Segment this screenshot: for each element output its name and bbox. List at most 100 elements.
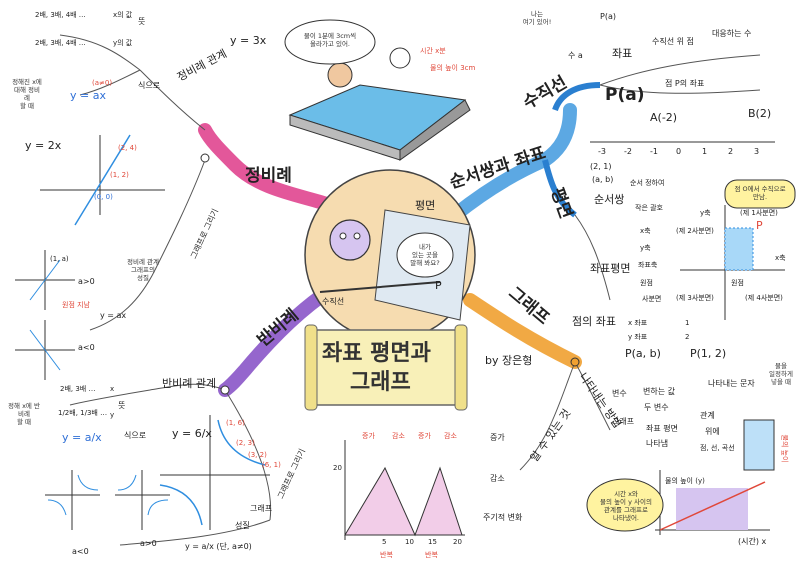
tri-xtick-3: 20 <box>453 538 462 546</box>
proportion-a-pos: a>0 <box>78 277 95 286</box>
order-desc: 순서 정하여 <box>630 179 665 187</box>
graph-top: 위에 <box>705 427 720 436</box>
graph-note-bubble <box>586 478 664 532</box>
tri-ytick: 20 <box>333 464 342 472</box>
inverse-a-neg: a<0 <box>72 547 89 556</box>
inverse-m1b: x <box>110 385 115 393</box>
quad1: (제 1사분면) <box>740 209 778 217</box>
graph-y-lab: 물의 높이 (y) <box>665 477 705 485</box>
pool-illustration <box>288 47 471 161</box>
tri-xtick-0: 5 <box>382 538 387 546</box>
graph-plane-word: 좌표 평면 <box>646 424 678 433</box>
author: by 장은형 <box>485 354 533 367</box>
graph-line-word: 나타냄 <box>646 439 669 448</box>
point-label: P(a) <box>605 85 645 105</box>
inverse-def-note: 정해 x에 반비례 할 때 <box>8 402 40 427</box>
graph-two-var: 두 변수 <box>644 403 669 412</box>
inverse-meaning: 뜻 <box>118 401 126 410</box>
speech-bubble <box>396 232 454 278</box>
speech-text: 내가 있는 곳을 말해 봐요? <box>410 243 440 268</box>
proportion-sign: 원점 지남 <box>62 301 90 309</box>
tri-sub-0: 반복 <box>380 551 393 559</box>
proportion-m2b: y의 값 <box>113 39 133 47</box>
proportion-graph <box>40 134 165 226</box>
inverse-pt-3: (6, 1) <box>262 461 281 469</box>
quad2: (제 2사분면) <box>676 227 714 235</box>
graph-inc: 증가 <box>490 433 505 442</box>
plane-item-3: 원점 <box>640 279 653 287</box>
graph-var-desc2: 나타내는 문자 <box>708 379 755 388</box>
triangle-wave-graph <box>344 440 465 540</box>
pool-clock: 시간 x분 <box>420 47 446 55</box>
plane-item-2: 좌표축 <box>638 261 658 269</box>
title-line2: 그래프 <box>350 370 411 395</box>
number-line-note: 나는 여기 있어! <box>522 10 552 27</box>
coordinate-plane <box>680 179 796 320</box>
inverse-m2b: y <box>110 411 115 419</box>
proportion-m1: 2배, 3배, 4배 … <box>35 11 86 19</box>
number-line-tick: 1 <box>702 147 708 156</box>
quad4: (제 4사분면) <box>745 294 783 302</box>
number-line-tick: -1 <box>650 147 658 156</box>
inverse-pt-0: (1, 6) <box>226 419 245 427</box>
x-axis: x축 <box>775 254 786 262</box>
corr-label: 수직선 위 점 <box>652 37 694 46</box>
graph-pt-word: 점, 선, 곡선 <box>700 444 735 452</box>
inverse-relation: 반비례 관계 <box>162 377 217 390</box>
proportion-formula: y = ax <box>70 89 106 102</box>
y-axis: y축 <box>700 209 711 217</box>
tri-label-3: 감소 <box>444 432 457 440</box>
proportion-meaning: 뜻 <box>138 17 146 26</box>
cup-note: 물을 일정하게 넣을 때 <box>769 362 793 387</box>
a-point: A(-2) <box>650 111 678 124</box>
inverse-graph-eq: y = 6/x <box>172 427 212 440</box>
plane-header: 좌표평면 <box>590 262 631 275</box>
branch-plane <box>542 159 577 218</box>
proportion-graph-pt1: (1, 2) <box>110 171 129 179</box>
graph-word: 그래프 <box>612 417 635 426</box>
ordered-pair-1: (a, b) <box>592 175 614 184</box>
x-coord: x 좌표 <box>628 319 648 327</box>
point-coord: 점의 좌표 <box>572 315 616 328</box>
pab: P(a, b) <box>625 347 661 360</box>
inverse-m2: 1/2배, 1/3배 … <box>58 409 108 417</box>
proportion-formula-label: 식으로 <box>138 81 161 90</box>
number-line-tick: -2 <box>624 147 632 156</box>
pool-depth: 물의 높이 3cm <box>430 64 476 72</box>
plane-item-1: y축 <box>640 244 651 252</box>
proportion-graph-pt0: (0, 0) <box>94 193 113 201</box>
order-pair: 순서쌍 <box>594 193 625 206</box>
quad3: (제 3사분면) <box>676 294 714 302</box>
branch-graph <box>463 293 582 369</box>
inverse-pt-1: (2, 3) <box>236 439 255 447</box>
number-line-tick: 0 <box>676 147 682 156</box>
graph-note: 시간 x와 물의 높이 y 사이의 관계를 그래프로 나타냈어. <box>600 490 652 523</box>
plane-label: 평면 <box>415 199 436 212</box>
x-val: 1 <box>685 319 690 327</box>
graph-var: 변수 <box>612 389 627 398</box>
proportion-graph-eq: y = 2x <box>25 139 62 152</box>
graph-var-desc: 변하는 값 <box>643 387 675 396</box>
tri-xtick-1: 10 <box>405 538 414 546</box>
proportion-graph-pt2: (2, 4) <box>118 144 137 152</box>
title-line1: 좌표 평면과 <box>322 341 431 366</box>
line-label: 수직선 <box>322 297 345 306</box>
inverse-graph <box>159 415 270 530</box>
graph-periodic: 주기적 변화 <box>483 513 523 522</box>
proportion-graph-small <box>15 250 75 380</box>
plane-p: P <box>756 219 763 232</box>
tri-sub-1: 반복 <box>425 551 438 559</box>
origin: 원점 <box>731 279 744 287</box>
inverse-graph-label: 그래프 <box>250 504 273 513</box>
p12: P(1, 2) <box>690 347 727 360</box>
character-p <box>329 219 371 261</box>
proportion-m1b: x의 값 <box>113 11 133 19</box>
y-val: 2 <box>685 333 690 341</box>
tri-label-0: 증가 <box>362 432 375 440</box>
cup-height: 물의 높이 <box>780 434 789 463</box>
corr2-label: 대응하는 수 <box>712 29 752 38</box>
order-desc2: 작은 괄호 <box>635 204 663 212</box>
proportion-prop-note: 정비례 관계 그래프의 성질 <box>127 258 159 283</box>
tri-label-1: 감소 <box>392 432 405 440</box>
